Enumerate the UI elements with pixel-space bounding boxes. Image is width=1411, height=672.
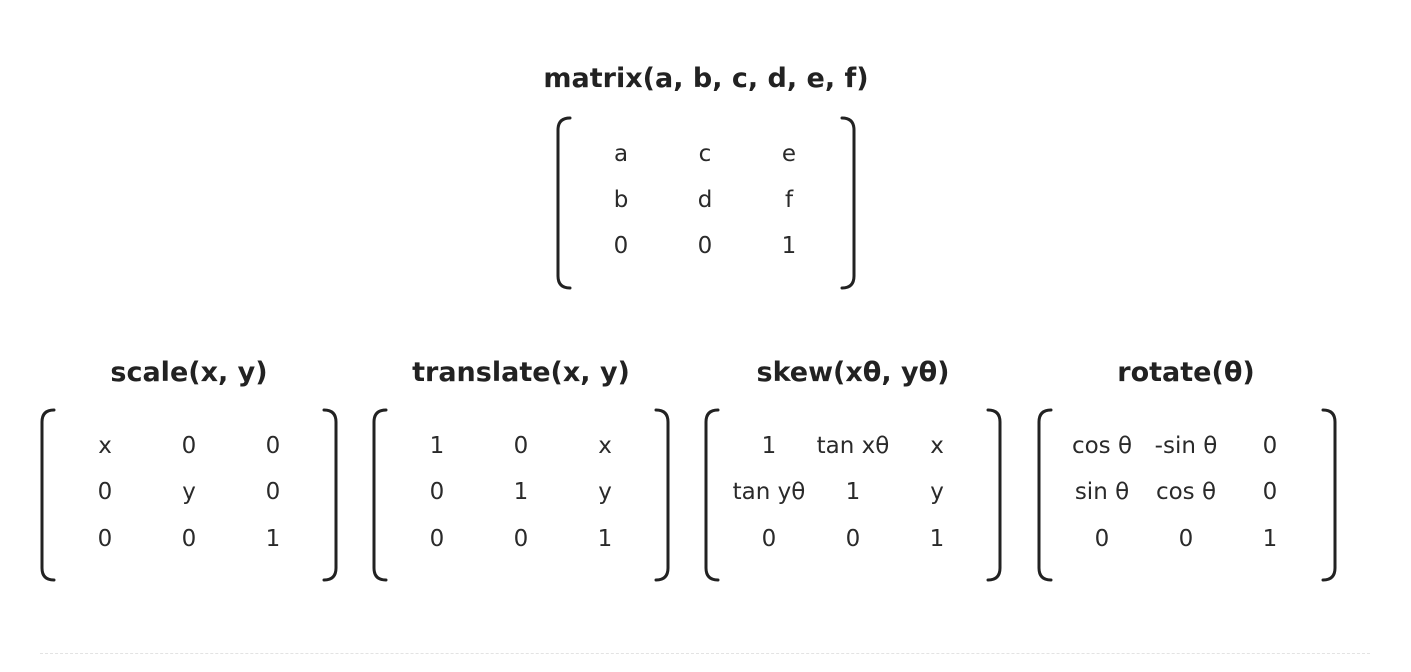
matrix-cell: -sin θ bbox=[1154, 433, 1218, 459]
matrix-brackets bbox=[372, 408, 670, 582]
matrix-cell: c bbox=[698, 141, 712, 167]
matrix-brackets bbox=[556, 116, 856, 290]
matrix-cell: 1 bbox=[1262, 526, 1278, 552]
section-divider bbox=[40, 653, 1370, 654]
matrix-cell: cos θ bbox=[1155, 479, 1217, 505]
matrix-cell: e bbox=[781, 141, 797, 167]
translate-matrix: 1 0 x 0 1 y 0 0 1 bbox=[372, 408, 670, 582]
matrix-cell: y bbox=[182, 479, 196, 505]
matrix-cell: 0 bbox=[429, 526, 445, 552]
matrix-cell: y bbox=[930, 479, 944, 505]
skew-matrix: 1 tan xθ x tan yθ 1 y 0 0 1 bbox=[704, 408, 1002, 582]
matrix-cell: x bbox=[930, 433, 944, 459]
matrix-cell: 0 bbox=[97, 479, 113, 505]
matrix-cell: 0 bbox=[429, 479, 445, 505]
rotate-matrix: cos θ -sin θ 0 sin θ cos θ 0 0 0 1 bbox=[1037, 408, 1337, 582]
matrix-cell: 0 bbox=[845, 526, 861, 552]
matrix-cell: 0 bbox=[181, 433, 197, 459]
scale-title: scale(x, y) bbox=[110, 357, 268, 388]
matrix-cell: f bbox=[784, 187, 794, 213]
matrix-general: a c e b d f 0 0 1 bbox=[556, 116, 856, 290]
matrix-brackets bbox=[40, 408, 338, 582]
matrix-cell: 0 bbox=[265, 479, 281, 505]
matrix-cell: tan yθ bbox=[732, 479, 806, 505]
matrix-cell: 0 bbox=[1262, 433, 1278, 459]
matrix-cell: 1 bbox=[929, 526, 945, 552]
matrix-cell: sin θ bbox=[1074, 479, 1130, 505]
translate-title: translate(x, y) bbox=[412, 357, 630, 388]
scale-matrix: x 0 0 0 y 0 0 0 1 bbox=[40, 408, 338, 582]
matrix-cell: a bbox=[613, 141, 629, 167]
matrix-cell: cos θ bbox=[1071, 433, 1133, 459]
matrix-cell: b bbox=[613, 187, 629, 213]
matrix-cell: 0 bbox=[761, 526, 777, 552]
matrix-cell: 1 bbox=[781, 233, 797, 259]
matrix-cell: x bbox=[598, 433, 612, 459]
matrix-cell: 0 bbox=[265, 433, 281, 459]
matrix-cell: 1 bbox=[429, 433, 445, 459]
matrix-cell: 0 bbox=[1262, 479, 1278, 505]
matrix-cell: 1 bbox=[761, 433, 777, 459]
matrix-cell: 1 bbox=[597, 526, 613, 552]
rotate-title: rotate(θ) bbox=[1117, 357, 1255, 388]
matrix-cell: 1 bbox=[265, 526, 281, 552]
matrix-cell: tan xθ bbox=[816, 433, 890, 459]
matrix-cell: y bbox=[598, 479, 612, 505]
matrix-cell: 0 bbox=[513, 526, 529, 552]
matrix-cell: 1 bbox=[513, 479, 529, 505]
matrix-cell: 0 bbox=[697, 233, 713, 259]
matrix-cell: 0 bbox=[1178, 526, 1194, 552]
matrix-title: matrix(a, b, c, d, e, f) bbox=[543, 63, 869, 94]
skew-title: skew(xθ, yθ) bbox=[756, 357, 950, 388]
matrix-brackets bbox=[704, 408, 1002, 582]
matrix-cell: d bbox=[697, 187, 713, 213]
matrix-cell: 0 bbox=[513, 433, 529, 459]
matrix-cell: 1 bbox=[845, 479, 861, 505]
matrix-brackets bbox=[1037, 408, 1337, 582]
matrix-cell: x bbox=[98, 433, 112, 459]
matrix-cell: 0 bbox=[1094, 526, 1110, 552]
matrix-cell: 0 bbox=[613, 233, 629, 259]
matrix-cell: 0 bbox=[97, 526, 113, 552]
matrix-cell: 0 bbox=[181, 526, 197, 552]
